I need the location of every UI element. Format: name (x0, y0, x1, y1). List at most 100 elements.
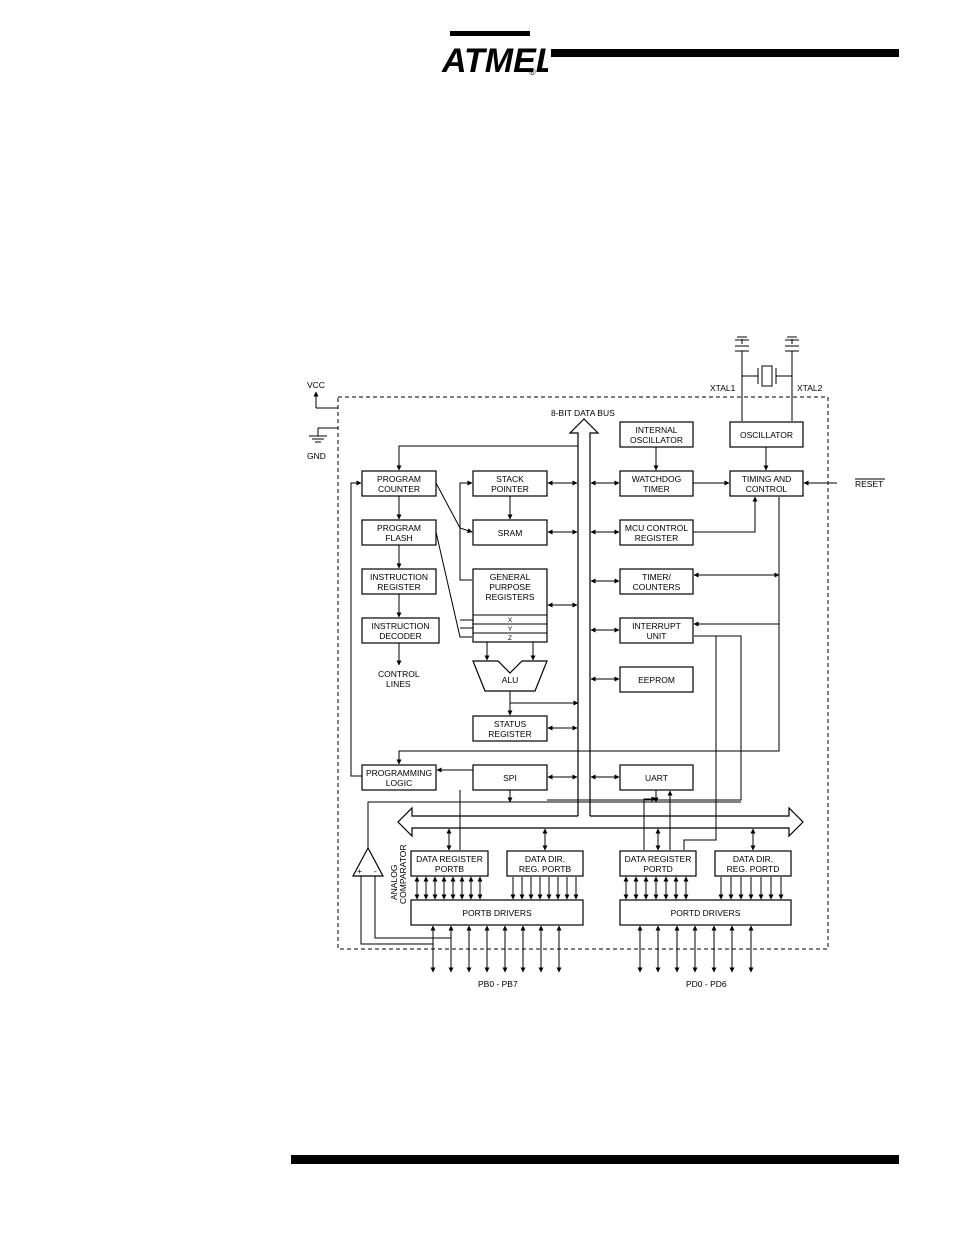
svg-text:ALU: ALU (502, 675, 519, 685)
svg-text:REGISTER: REGISTER (488, 729, 531, 739)
data-dir-portd-block: DATA DIR. REG. PORTD (714, 850, 792, 877)
timer-counters-block: TIMER/ COUNTERS (619, 568, 694, 595)
data-register-portd-block: DATA REGISTER PORTD (619, 850, 697, 877)
reset-label: RESET (855, 479, 883, 489)
svg-text:OSCILLATOR: OSCILLATOR (740, 430, 793, 440)
program-flash-block: PROGRAM FLASH (361, 519, 437, 546)
svg-text:MCU CONTROL: MCU CONTROL (625, 523, 689, 533)
svg-text:REGISTER: REGISTER (635, 533, 678, 543)
svg-text:PURPOSE: PURPOSE (489, 582, 531, 592)
svg-text:REGISTERS: REGISTERS (485, 592, 534, 602)
svg-text:STATUS: STATUS (494, 719, 527, 729)
svg-text:WATCHDOG: WATCHDOG (632, 474, 682, 484)
svg-text:DATA DIR.: DATA DIR. (733, 854, 773, 864)
svg-text:POINTER: POINTER (491, 484, 529, 494)
chip-boundary (337, 396, 829, 950)
portb-drivers-block: PORTB DRIVERS (410, 899, 584, 926)
svg-text:FLASH: FLASH (385, 533, 412, 543)
svg-text:PROGRAM: PROGRAM (377, 474, 421, 484)
spi-block: SPI (472, 764, 548, 791)
svg-text:DATA DIR.: DATA DIR. (525, 854, 565, 864)
oscillator-block: OSCILLATOR (729, 421, 804, 448)
svg-text:COUNTER: COUNTER (378, 484, 420, 494)
svg-text:PORTD: PORTD (643, 864, 673, 874)
eeprom-block: EEPROM (619, 666, 694, 693)
crystal-icon (735, 336, 799, 421)
svg-text:PORTB DRIVERS: PORTB DRIVERS (462, 908, 532, 918)
svg-text:INSTRUCTION: INSTRUCTION (370, 572, 428, 582)
svg-text:UART: UART (645, 773, 668, 783)
mcu-control-register-block: MCU CONTROL REGISTER (619, 519, 694, 546)
svg-text:STACK: STACK (496, 474, 524, 484)
svg-text:TIMING AND: TIMING AND (742, 474, 792, 484)
internal-oscillator-block: INTERNAL OSCILLATOR (619, 421, 694, 448)
svg-text:TIMER: TIMER (643, 484, 669, 494)
svg-text:LOGIC: LOGIC (386, 778, 412, 788)
svg-text:PROGRAM: PROGRAM (377, 523, 421, 533)
analog-comparator-label-2: COMPARATOR (398, 844, 408, 904)
svg-text:INSTRUCTION: INSTRUCTION (371, 621, 429, 631)
instruction-register-block: INSTRUCTION REGISTER (361, 568, 437, 595)
svg-text:INTERRUPT: INTERRUPT (632, 621, 681, 631)
data-dir-portb-block: DATA DIR. REG. PORTB (506, 850, 584, 877)
svg-text:UNIT: UNIT (647, 631, 667, 641)
svg-text:SRAM: SRAM (498, 528, 523, 538)
data-bus-label: 8-BIT DATA BUS (551, 408, 615, 418)
xtal1-label: XTAL1 (710, 383, 736, 393)
pb-range-label: PB0 - PB7 (478, 979, 518, 989)
svg-text:GENERAL: GENERAL (490, 572, 531, 582)
svg-text:DECODER: DECODER (379, 631, 422, 641)
instruction-decoder-block: INSTRUCTION DECODER (361, 617, 440, 644)
vcc-label: VCC (307, 380, 325, 390)
stack-pointer-block: STACK POINTER (472, 470, 548, 497)
svg-text:Z: Z (508, 635, 512, 642)
svg-text:PORTD DRIVERS: PORTD DRIVERS (671, 908, 741, 918)
footer-rule (291, 1155, 899, 1164)
data-bus (568, 418, 600, 816)
svg-text:ATMEL: ATMEL (441, 42, 548, 78)
pd-range-label: PD0 - PD6 (686, 979, 727, 989)
analog-comparator-label-1: ANALOG (389, 865, 399, 900)
svg-text:PORTB: PORTB (435, 864, 464, 874)
svg-text:TIMER/: TIMER/ (642, 572, 671, 582)
svg-text:COUNTERS: COUNTERS (633, 582, 681, 592)
svg-text:PROGRAMMING: PROGRAMMING (366, 768, 432, 778)
atmel-logo: ATMEL ® (441, 31, 548, 78)
alu-block: ALU (472, 660, 548, 692)
svg-text:®: ® (529, 67, 536, 77)
svg-text:SPI: SPI (503, 773, 517, 783)
program-counter-block: PROGRAM COUNTER (361, 470, 437, 497)
svg-text:Y: Y (508, 626, 513, 633)
svg-text:REG. PORTB: REG. PORTB (519, 864, 572, 874)
analog-comparator: + - (351, 846, 385, 877)
uart-block: UART (619, 764, 694, 791)
data-register-portb-block: DATA REGISTER PORTB (410, 850, 489, 877)
xtal2-label: XTAL2 (797, 383, 823, 393)
status-register-block: STATUS REGISTER (472, 715, 548, 742)
svg-text:REGISTER: REGISTER (377, 582, 420, 592)
gnd-label: GND (307, 451, 326, 461)
svg-text:CONTROL: CONTROL (746, 484, 788, 494)
svg-text:+: + (357, 866, 362, 876)
connections (350, 445, 837, 973)
svg-text:OSCILLATOR: OSCILLATOR (630, 435, 683, 445)
timing-control-block: TIMING AND CONTROL (729, 470, 804, 497)
control-lines-label-2: LINES (386, 679, 411, 689)
programming-logic-block: PROGRAMMING LOGIC (361, 764, 437, 791)
watchdog-timer-block: WATCHDOG TIMER (619, 470, 694, 497)
portd-drivers-block: PORTD DRIVERS (619, 899, 792, 926)
sram-block: SRAM (472, 519, 548, 546)
svg-text:REG. PORTD: REG. PORTD (727, 864, 780, 874)
svg-text:EEPROM: EEPROM (638, 675, 675, 685)
interrupt-unit-block: INTERRUPT UNIT (619, 617, 694, 644)
svg-text:DATA REGISTER: DATA REGISTER (416, 854, 483, 864)
control-lines-label-1: CONTROL (378, 669, 420, 679)
svg-text:-: - (374, 866, 377, 876)
svg-text:X: X (508, 617, 513, 624)
general-purpose-registers-block: GENERAL PURPOSE REGISTERS X Y Z (472, 568, 548, 643)
svg-text:INTERNAL: INTERNAL (635, 425, 677, 435)
svg-text:DATA REGISTER: DATA REGISTER (625, 854, 692, 864)
internal-bus (397, 806, 804, 838)
header-rule (551, 49, 899, 57)
